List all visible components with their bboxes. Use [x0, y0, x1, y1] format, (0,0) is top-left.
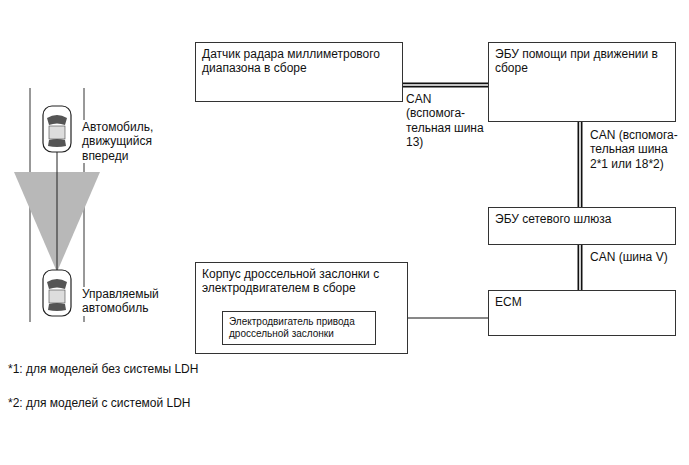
- caption-label: Управляемый автомобиль: [82, 287, 192, 316]
- can-bus-line: [580, 122, 581, 207]
- motor-box: Электродвигатель привода дроссельной зас…: [222, 311, 376, 345]
- caption-label: *1: для моделей без системы LDH: [8, 362, 408, 376]
- bus-label: CAN (вспомога- тельная шина 13): [406, 92, 486, 150]
- node-text: Корпус дроссельной заслонки с электродви…: [202, 267, 401, 296]
- node-text: ЭБУ помощи при движении в сборе: [495, 47, 669, 76]
- throttle-body-box: Корпус дроссельной заслонки с электродви…: [195, 262, 408, 354]
- can-bus-line: [580, 245, 581, 290]
- node-text: ЭБУ сетевого шлюза: [495, 212, 669, 226]
- can-bus-line: [403, 85, 488, 86]
- own-car: [43, 270, 71, 316]
- bus-label: CAN (вспомога- тельная шина 2*1 или 18*2…: [590, 128, 685, 171]
- ecu-box: ЭБУ помощи при движении в сборе: [488, 42, 676, 122]
- gateway-box: ЭБУ сетевого шлюза: [488, 207, 676, 245]
- caption-label: Автомобиль, движущийся впереди: [82, 120, 192, 163]
- node-text: Электродвигатель привода дроссельной зас…: [229, 316, 369, 340]
- radar-line: [57, 152, 58, 270]
- car-ahead: [43, 106, 71, 152]
- caption-label: *2: для моделей с системой LDH: [8, 396, 408, 410]
- sensor-box: Датчик радара миллиметрового диапазона в…: [195, 42, 403, 102]
- bus-label: CAN (шина V): [590, 250, 685, 264]
- node-text: ECM: [495, 295, 669, 309]
- node-text: Датчик радара миллиметрового диапазона в…: [202, 47, 396, 76]
- ecm-box: ECM: [488, 290, 676, 336]
